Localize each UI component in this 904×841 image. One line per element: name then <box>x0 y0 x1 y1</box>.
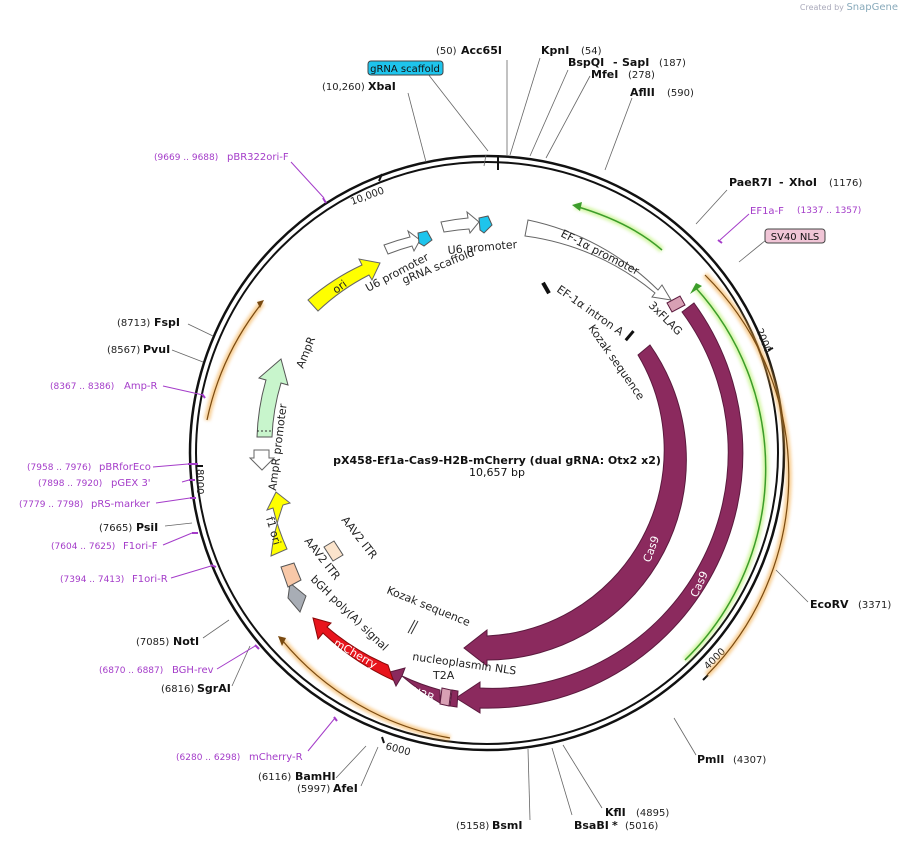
primer-pos-prs-marker: (7779 .. 7798) <box>19 500 83 510</box>
primer-pos-pgex3: (7898 .. 7920) <box>38 479 102 489</box>
enzyme-pos-psii: (7665) <box>99 523 132 534</box>
primer-f1ori-r: F1ori-R <box>132 574 168 585</box>
feature-map <box>248 210 744 714</box>
enzyme-pvui: PvuI <box>143 343 170 356</box>
tick-6000: 6000 <box>384 741 411 758</box>
tick-8000: 8000 <box>194 469 205 494</box>
enzyme-afei: AfeI <box>333 782 358 795</box>
primer-leaders <box>152 161 750 752</box>
primer-prs-marker: pRS-marker <box>91 499 151 510</box>
enzyme-leaders <box>164 57 809 821</box>
primer-pos-f1ori-f: (7604 .. 7625) <box>51 542 115 552</box>
enzyme-dash-sapi: - <box>613 56 618 69</box>
enzyme-pos-sgrai: (6816) <box>161 684 194 695</box>
plasmid-name: pX458-Ef1a-Cas9-H2B-mCherry (dual gRNA: … <box>333 454 661 467</box>
primer-pos-ef1a-f: (1337 .. 1357) <box>797 206 861 216</box>
sv40-nls-box <box>764 228 826 244</box>
primer-ef1a-f: EF1a-F <box>750 206 784 217</box>
enzyme-pos-noti: (7085) <box>136 637 169 648</box>
enzyme-bamhi: BamHI <box>295 770 336 783</box>
primer-f1ori-f: F1ori-F <box>123 541 158 552</box>
primer-pos-f1ori-r: (7394 .. 7413) <box>60 575 124 585</box>
plasmid-backbone <box>188 154 786 752</box>
primer-pbrforeco: pBRforEco <box>99 462 151 473</box>
plasmid-length: 10,657 bp <box>469 466 525 479</box>
enzyme-sgrai: SgrAI <box>197 682 231 695</box>
grna-scaffold-box <box>367 60 444 76</box>
primer-bgh-rev: BGH-rev <box>172 665 214 676</box>
t2a-label: T2A <box>432 669 455 682</box>
ef1a-promoter-label: EF-1α promoter <box>559 227 642 278</box>
f1-ori-label: f1 ori <box>263 515 283 546</box>
primer-labels: (9669 .. 9688) pBR322ori-F EF1a-F (1337 … <box>19 152 861 763</box>
enzyme-pos-afei: (5997) <box>297 784 330 795</box>
enzyme-pmli: PmlI <box>697 753 724 766</box>
sv40-nls-box-label: SV40 NLS <box>771 232 820 243</box>
enzyme-bsabi-star: * <box>612 819 618 832</box>
primer-amp-r: Amp-R <box>124 381 158 392</box>
enzyme-pos-bamhi: (6116) <box>258 772 291 783</box>
enzyme-pos-fspi: (8713) <box>117 318 150 329</box>
enzyme-xbai: XbaI <box>368 80 396 93</box>
enzyme-acc65i: Acc65I <box>461 44 502 57</box>
ampr-label: AmpR <box>294 334 318 370</box>
enzyme-ecorv: EcoRV <box>810 598 849 611</box>
enzyme-pos-bsmi: (5158) <box>456 821 489 832</box>
enzyme-pos-xbai: (10,260) <box>322 82 365 93</box>
credit-prefix: Created by <box>799 3 844 12</box>
enzyme-pos-kfli: (4895) <box>636 808 669 819</box>
enzyme-kfli: KflI <box>605 806 626 819</box>
tick-marks <box>197 155 774 744</box>
snapgene-credit: Created by SnapGene <box>800 2 898 13</box>
bgh-polya-label: bGH poly(A) signal <box>308 573 391 654</box>
enzyme-bsmi: BsmI <box>492 819 523 832</box>
enzyme-psii: PsiI <box>136 521 158 534</box>
enzyme-pos-paer7i: (1176) <box>829 178 862 189</box>
enzyme-pos-bspqi: (187) <box>659 58 686 69</box>
aav2-itr-label-2: AAV2 ITR <box>339 514 380 562</box>
enzyme-dash-xhoi: - <box>779 176 784 189</box>
u6-promoter-label-2: U6 promoter <box>447 238 518 257</box>
enzyme-pos-bsabi: (5016) <box>625 821 658 832</box>
grna-scaffold-box-label: gRNA scaffold <box>370 64 440 75</box>
enzyme-pos-pvui: (8567) <box>107 345 140 356</box>
cas9-label-2: Cas9 <box>688 569 711 599</box>
enzyme-fspi: FspI <box>154 316 180 329</box>
enzyme-bspqi: BspQI <box>568 56 604 69</box>
enzyme-bsabi: BsaBI <box>574 819 609 832</box>
enzyme-pos-mfei: (278) <box>628 70 655 81</box>
enzyme-sapi: SapI <box>622 56 649 69</box>
enzyme-noti: NotI <box>173 635 199 648</box>
primer-pos-amp-r: (8367 .. 8386) <box>50 382 114 392</box>
kozak-label-2: Kozak sequence <box>385 584 472 629</box>
primer-pos-pbrforeco: (7958 .. 7976) <box>27 463 91 473</box>
primer-pos-pbr322ori-f: (9669 .. 9688) <box>154 153 218 163</box>
enzyme-mfei: MfeI <box>591 68 618 81</box>
enzyme-labels: (50) Acc65I KpnI (54) BspQI - SapI (187)… <box>99 44 891 832</box>
outer-annotation-arcs <box>204 202 792 741</box>
enzyme-aflii: AflII <box>630 86 655 99</box>
enzyme-pos-ecorv: (3371) <box>858 600 891 611</box>
primer-pgex3: pGEX 3' <box>111 478 151 489</box>
primer-pbr322ori-f: pBR322ori-F <box>227 152 289 163</box>
enzyme-pos-acc65i: (50) <box>436 46 457 57</box>
enzyme-pos-kpni: (54) <box>581 46 602 57</box>
enzyme-xhoi: XhoI <box>789 176 817 189</box>
primer-pos-mcherry-r: (6280 .. 6298) <box>176 753 240 763</box>
primer-pos-bgh-rev: (6870 .. 6887) <box>99 666 163 676</box>
tick-10000: 10,000 <box>349 186 386 208</box>
enzyme-pos-aflii: (590) <box>667 88 694 99</box>
enzyme-kpni: KpnI <box>541 44 569 57</box>
primer-mcherry-r: mCherry-R <box>249 752 303 763</box>
enzyme-paer7i: PaeR7I <box>729 176 772 189</box>
enzyme-pos-pmli: (4307) <box>733 755 766 766</box>
snapgene-logo: SnapGene <box>846 2 898 13</box>
